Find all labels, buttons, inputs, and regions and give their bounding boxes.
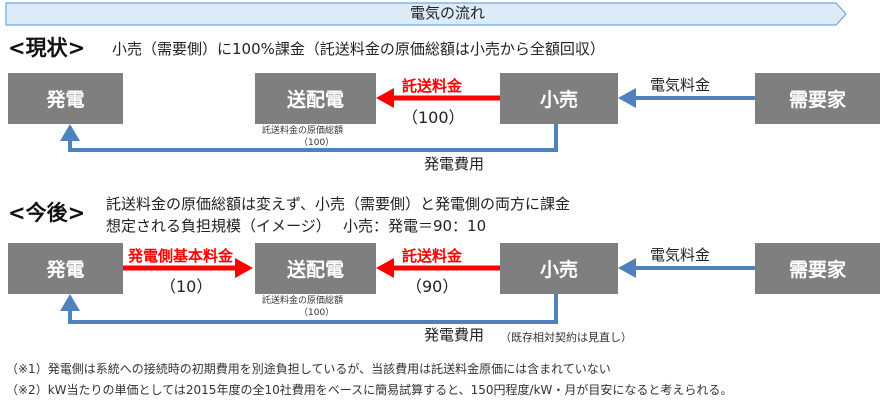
footnote-1: （※1）発電側は系統への接続時の初期費用を別途負担しているが、当該費用は託送料金… <box>6 362 611 376</box>
future-generation-box: 発電 <box>8 243 123 294</box>
footnote-2: （※2）kW当たりの単価としては2015年度の全10社費用をベースに簡易試算する… <box>6 383 733 397</box>
future-generation-cost-label: 発電費用 <box>424 326 485 344</box>
current-consignment-fee-value: （100） <box>402 108 465 127</box>
current-generation-box: 発電 <box>8 73 123 124</box>
future-transmission-note-line2: （100） <box>299 308 335 318</box>
arrow-left-blue <box>618 88 636 108</box>
top-arrow-label: 電気の流れ <box>410 4 486 22</box>
future-consignment-fee-value: （90） <box>406 277 459 296</box>
current-blue-return-path <box>68 124 558 152</box>
arrow-left-red <box>376 88 394 108</box>
future-heading: <今後> <box>8 201 86 225</box>
future-generation-cost-note: （既存相対契約は見直し） <box>500 331 632 344</box>
flow-arrow-right <box>5 2 847 26</box>
future-consumer-box: 需要家 <box>755 243 880 294</box>
arrow-left-red <box>376 258 394 278</box>
future-generation-basic-fee-label: 発電側基本料金 <box>128 247 234 265</box>
future-transmission-note-line1: 託送料金の原価総額 <box>262 296 344 306</box>
future-retail-box: 小売 <box>500 243 618 294</box>
arrow-left-blue <box>618 258 636 278</box>
current-transmission-note-line2: （100） <box>299 138 335 148</box>
future-description-line2: 想定される負担規模（イメージ） 小売：発電＝90：10 <box>106 217 487 235</box>
current-transmission-box: 送配電 <box>255 73 376 124</box>
future-electricity-charge-label: 電気料金 <box>650 246 711 264</box>
current-retail-box: 小売 <box>500 73 618 124</box>
arrow-up-blue <box>60 294 80 311</box>
future-consignment-fee-label: 託送料金 <box>402 247 463 265</box>
current-heading: <現状> <box>8 36 86 60</box>
current-electricity-charge-label: 電気料金 <box>650 76 711 94</box>
arrow-up-blue <box>60 124 80 141</box>
arrow-right-red <box>235 258 253 278</box>
future-transmission-box: 送配電 <box>255 243 376 294</box>
future-description-line1: 託送料金の原価総額は変えず、小売（需要側）と発電側の両方に課金 <box>106 195 570 213</box>
current-transmission-note-line1: 託送料金の原価総額 <box>262 126 344 136</box>
future-generation-basic-fee-value: （10） <box>160 277 213 296</box>
current-description: 小売（需要側）に100%課金（託送料金の原価総額は小売から全額回収） <box>112 40 605 58</box>
current-consumer-box: 需要家 <box>755 73 880 124</box>
current-consignment-fee-label: 託送料金 <box>402 77 463 95</box>
current-generation-cost-label: 発電費用 <box>424 155 485 173</box>
future-blue-return-path <box>68 294 558 324</box>
